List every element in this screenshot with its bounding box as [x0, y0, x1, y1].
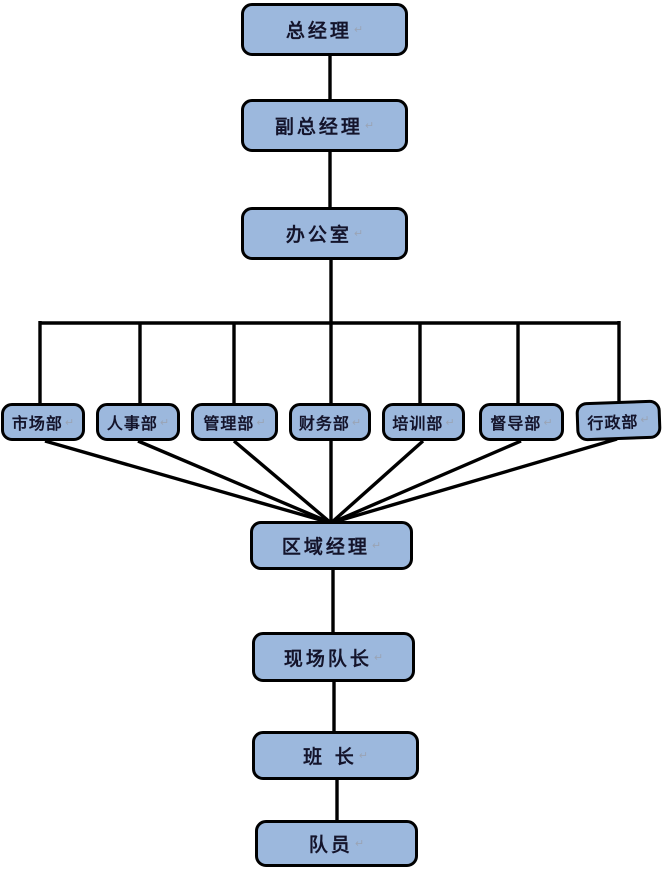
- paragraph-mark: ↵: [64, 415, 75, 429]
- node-label: 队员: [308, 834, 353, 856]
- node-management-dept: 管理部↵: [191, 403, 278, 441]
- paragraph-mark: ↵: [256, 415, 266, 429]
- node-admin-dept: 行政部↵: [575, 399, 662, 442]
- paragraph-mark: ↵: [358, 749, 368, 762]
- node-hr-dept: 人事部↵: [96, 403, 180, 441]
- node-label: 副总经理: [274, 116, 363, 138]
- fan-training-regional: [329, 439, 425, 525]
- paragraph-mark: ↵: [373, 650, 384, 664]
- fan-admin-regional: [330, 437, 618, 525]
- node-label: 总经理: [285, 20, 352, 42]
- node-label: 班 长: [303, 746, 357, 768]
- paragraph-mark: ↵: [371, 539, 382, 552]
- paragraph-mark: ↵: [445, 415, 455, 429]
- node-general-manager: 总经理↵: [241, 3, 408, 56]
- paragraph-mark: ↵: [351, 415, 362, 429]
- node-team-member: 队员↵: [255, 820, 418, 867]
- paragraph-mark: ↵: [353, 23, 364, 36]
- paragraph-mark: ↵: [353, 227, 364, 240]
- node-label: 人事部: [106, 414, 158, 433]
- node-supervision-dept: 督导部↵: [479, 403, 564, 441]
- node-site-captain: 现场队长↵: [252, 632, 415, 682]
- node-label: 财务部: [298, 414, 350, 433]
- fan-management-regional: [232, 439, 333, 525]
- node-label: 市场部: [11, 414, 63, 433]
- node-label: 管理部: [203, 414, 255, 433]
- node-label: 督导部: [490, 414, 542, 433]
- node-deputy-general-manager: 副总经理↵: [241, 99, 408, 152]
- node-marketing-dept: 市场部↵: [1, 403, 85, 441]
- fan-hr-regional: [137, 439, 332, 525]
- node-squad-leader: 班 长↵: [252, 731, 419, 780]
- node-label: 办公室: [285, 224, 352, 246]
- fan-supervision-regional: [330, 439, 522, 525]
- node-label: 现场队长: [283, 647, 372, 670]
- paragraph-mark: ↵: [640, 412, 650, 427]
- paragraph-mark: ↵: [354, 837, 365, 850]
- paragraph-mark: ↵: [543, 415, 553, 429]
- node-label: 行政部: [587, 411, 639, 433]
- node-office: 办公室↵: [241, 207, 408, 260]
- paragraph-mark: ↵: [364, 119, 375, 132]
- node-label: 区域经理: [281, 536, 370, 558]
- node-training-dept: 培训部↵: [382, 403, 465, 441]
- fan-marketing-regional: [44, 439, 332, 525]
- node-regional-manager: 区域经理↵: [250, 521, 413, 570]
- node-finance-dept: 财务部↵: [289, 403, 371, 441]
- node-label: 培训部: [392, 414, 444, 433]
- paragraph-mark: ↵: [159, 415, 170, 429]
